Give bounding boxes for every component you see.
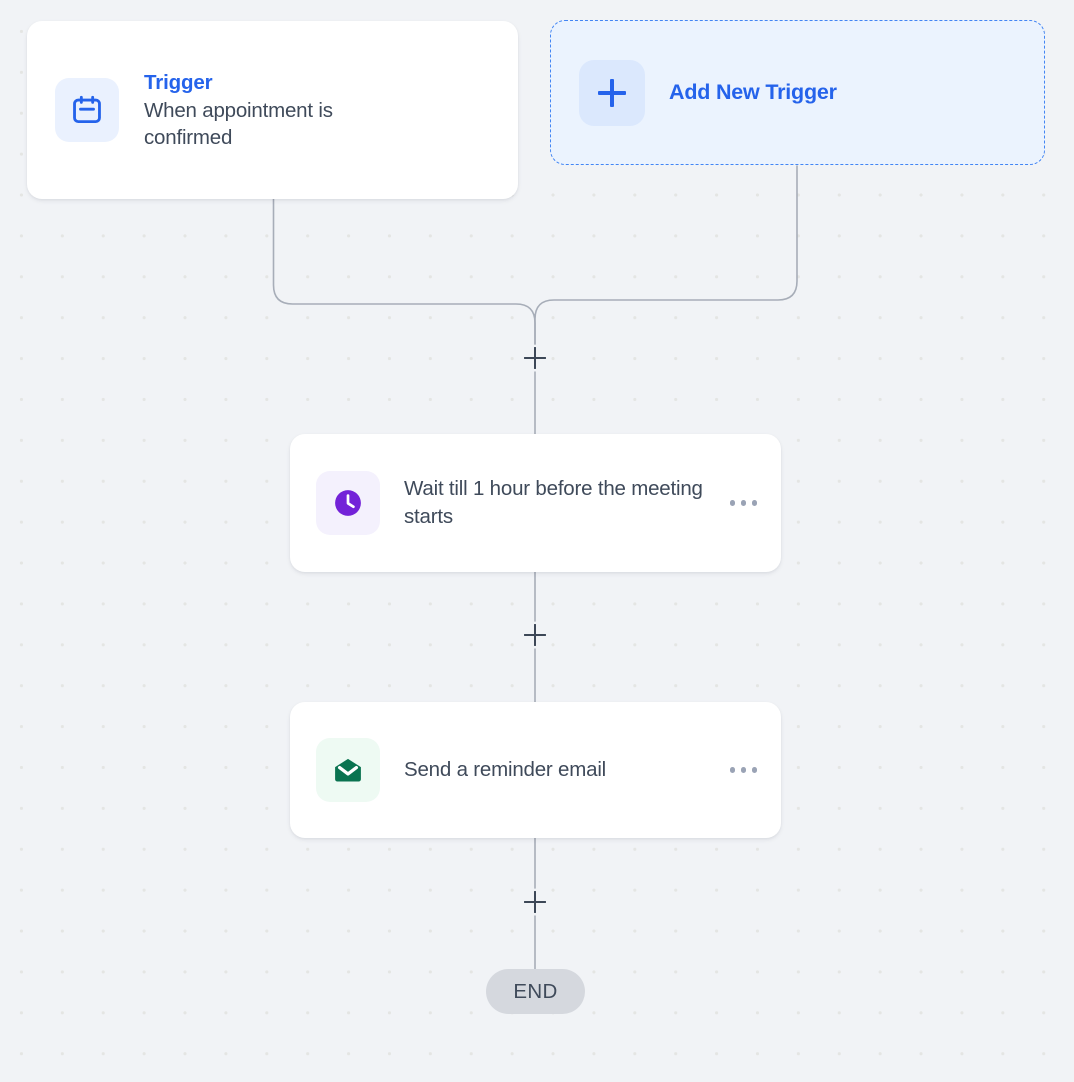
add-step-button-1[interactable] <box>520 343 550 373</box>
trigger-node-text: Trigger When appointment is confirmed <box>144 69 414 152</box>
add-new-trigger-button[interactable]: Add New Trigger <box>550 20 1045 165</box>
add-step-button-3[interactable] <box>520 887 550 917</box>
wait-step-text: Wait till 1 hour before the meeting star… <box>404 477 703 528</box>
calendar-icon <box>55 78 119 142</box>
wait-step-node[interactable]: Wait till 1 hour before the meeting star… <box>290 434 781 572</box>
add-new-trigger-label: Add New Trigger <box>669 80 837 104</box>
wait-step-more-options-button[interactable] <box>728 494 760 512</box>
trigger-label: Trigger <box>144 70 213 94</box>
end-badge: END <box>486 969 585 1014</box>
email-step-node[interactable]: Send a reminder email <box>290 702 781 838</box>
trigger-node[interactable]: Trigger When appointment is confirmed <box>27 21 518 199</box>
envelope-icon <box>316 738 380 802</box>
email-step-more-options-button[interactable] <box>728 761 760 779</box>
email-step-text: Send a reminder email <box>404 758 607 782</box>
add-step-button-2[interactable] <box>520 620 550 650</box>
clock-icon <box>316 471 380 535</box>
trigger-description: When appointment is confirmed <box>144 98 333 150</box>
plus-icon <box>579 59 645 126</box>
